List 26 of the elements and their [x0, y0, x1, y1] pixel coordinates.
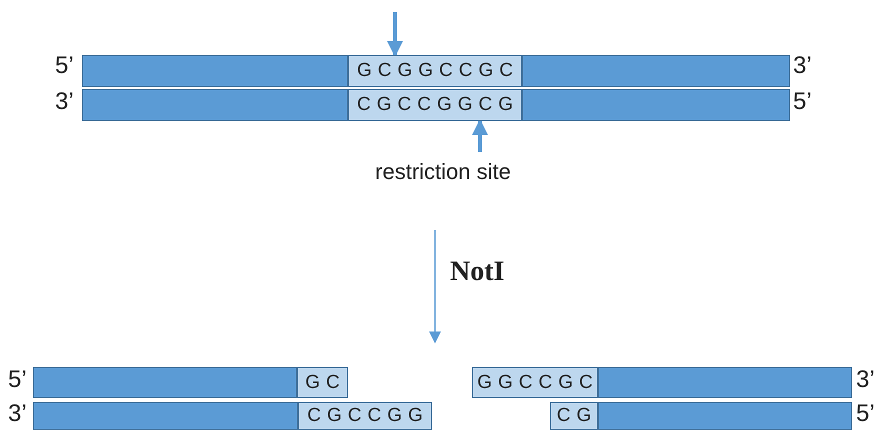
- dna-strand-bar: [598, 402, 852, 430]
- strand-end-label: 5’: [8, 366, 27, 394]
- sequence-box: CGCCGGCG: [348, 89, 522, 121]
- dna-strand-bar: [82, 89, 348, 121]
- dna-strand-bar: [598, 367, 852, 398]
- strand-end-label: 3’: [856, 366, 875, 394]
- dna-strand-bar: [522, 89, 790, 121]
- sequence-box: GC: [297, 367, 348, 398]
- strand-end-label: 3’: [793, 52, 812, 80]
- enzyme-label: NotI: [450, 256, 504, 288]
- dna-strand-bar: [33, 402, 298, 430]
- arrow: [387, 12, 403, 57]
- site-label: restriction site: [358, 155, 528, 189]
- sequence-box: CG: [550, 402, 598, 430]
- sequence-box: CGCCGG: [298, 402, 432, 430]
- strand-end-label: 5’: [55, 52, 74, 80]
- strand-end-label: 5’: [793, 88, 812, 116]
- dna-strand-bar: [33, 367, 297, 398]
- arrow: [472, 119, 488, 152]
- strand-end-label: 3’: [55, 88, 74, 116]
- sequence-box: GCGGCCGC: [348, 55, 522, 87]
- strand-end-label: 3’: [8, 400, 27, 428]
- strand-end-label: 5’: [856, 400, 875, 428]
- sequence-box: GGCCGC: [472, 367, 598, 398]
- dna-strand-bar: [82, 55, 348, 87]
- dna-strand-bar: [522, 55, 790, 87]
